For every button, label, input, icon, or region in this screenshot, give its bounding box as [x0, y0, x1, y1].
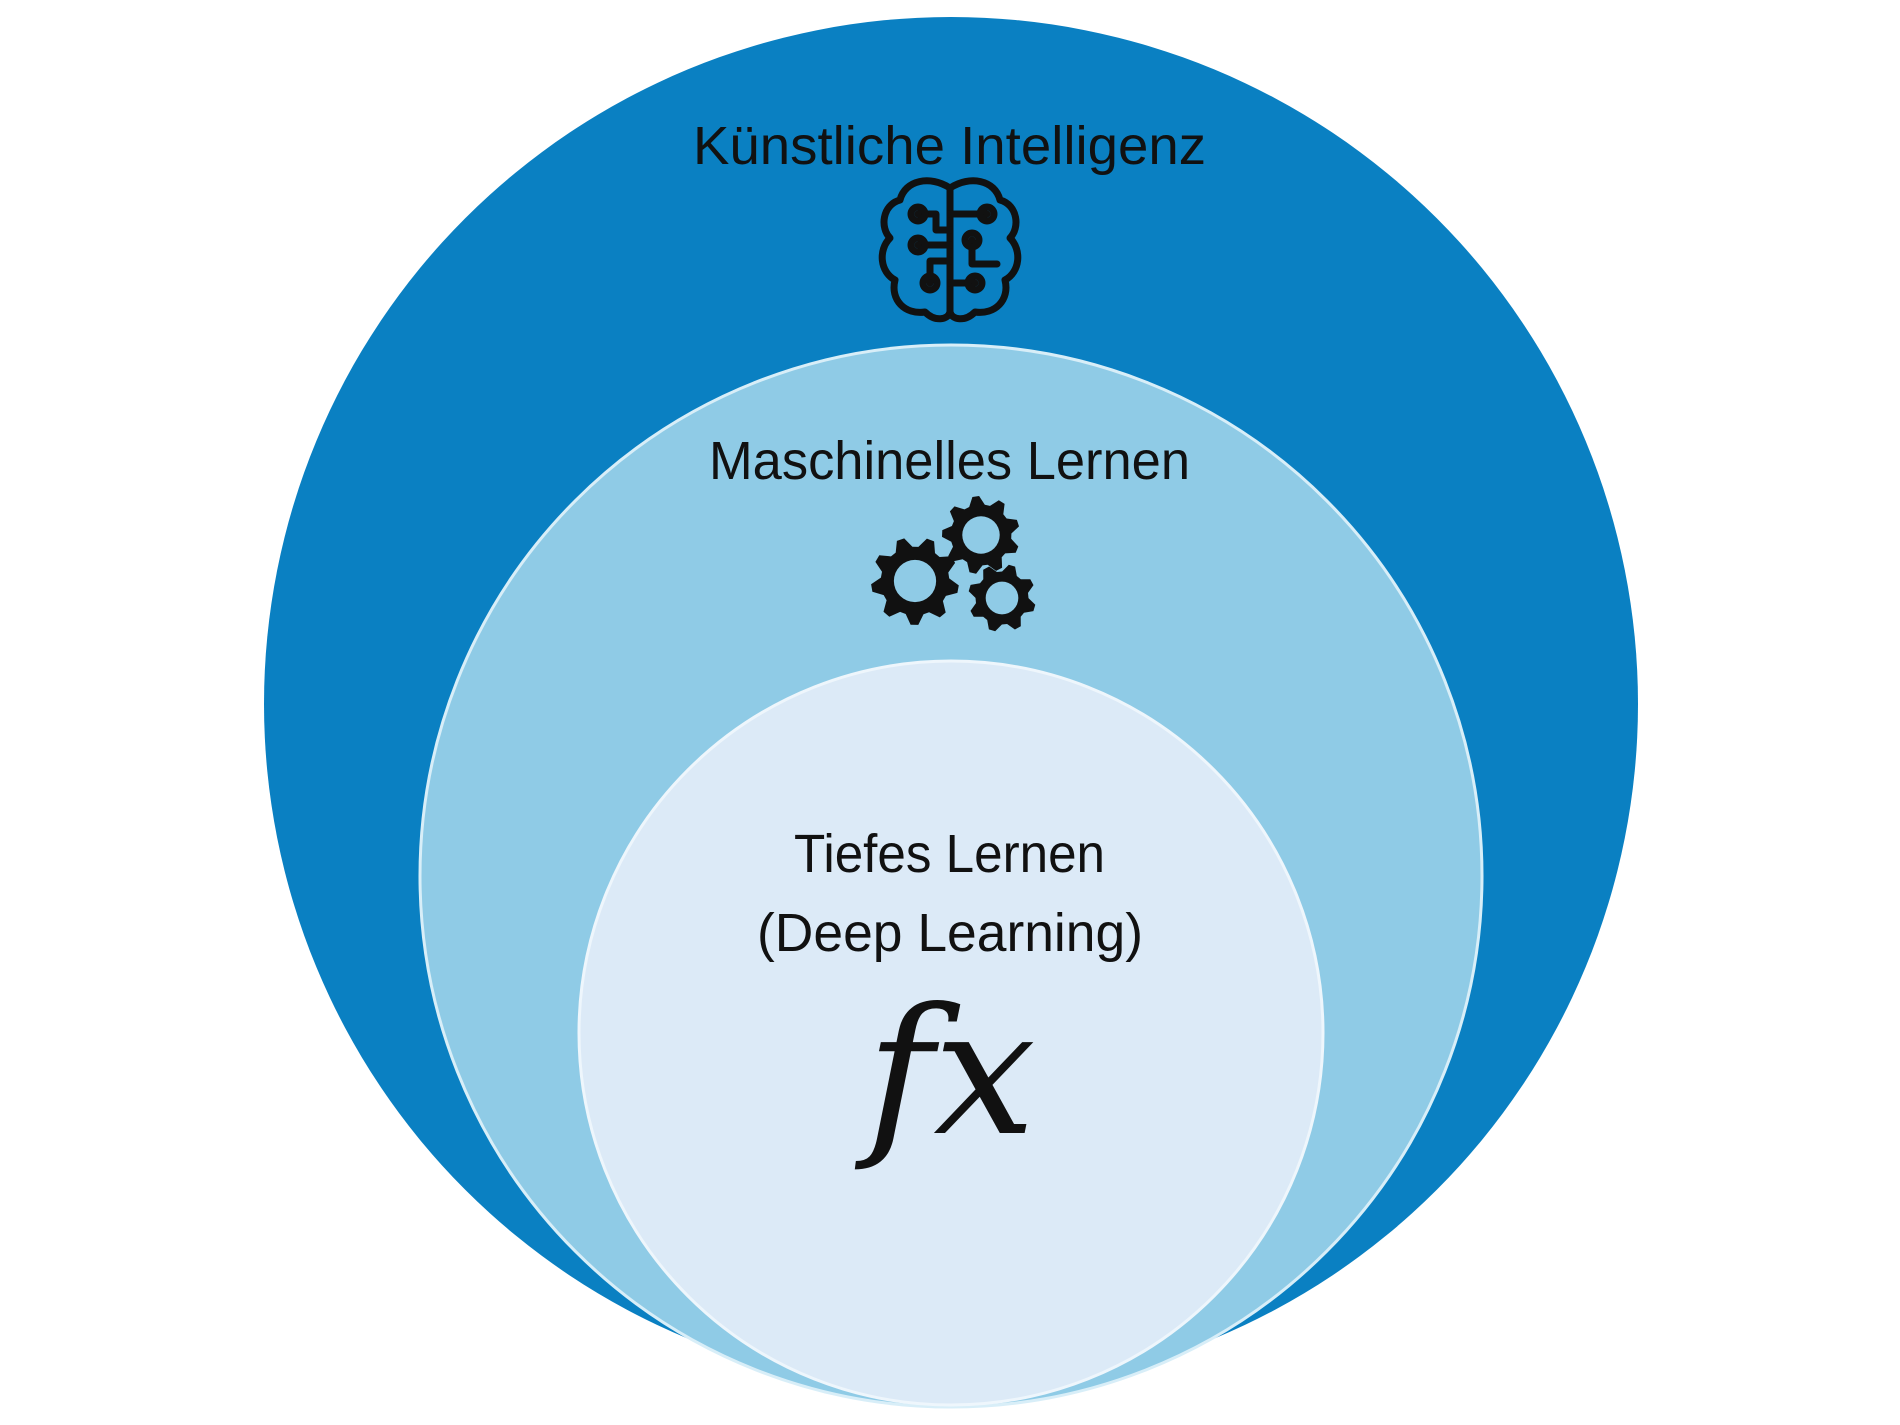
ai-label: Künstliche Intelligenz	[693, 116, 1206, 176]
gear-hole	[985, 581, 1019, 615]
ml-label: Maschinelles Lernen	[709, 431, 1190, 491]
dl-label-line2: (Deep Learning)	[757, 903, 1143, 963]
brain-circuit-icon	[878, 177, 1022, 323]
gear-hole	[962, 516, 1000, 554]
dl-label-line1: Tiefes Lernen	[794, 824, 1105, 884]
gears-icon	[871, 496, 1036, 632]
gear-hole	[893, 559, 937, 603]
fx-symbol: fx	[855, 972, 1036, 1175]
dl-circle	[577, 659, 1325, 1407]
